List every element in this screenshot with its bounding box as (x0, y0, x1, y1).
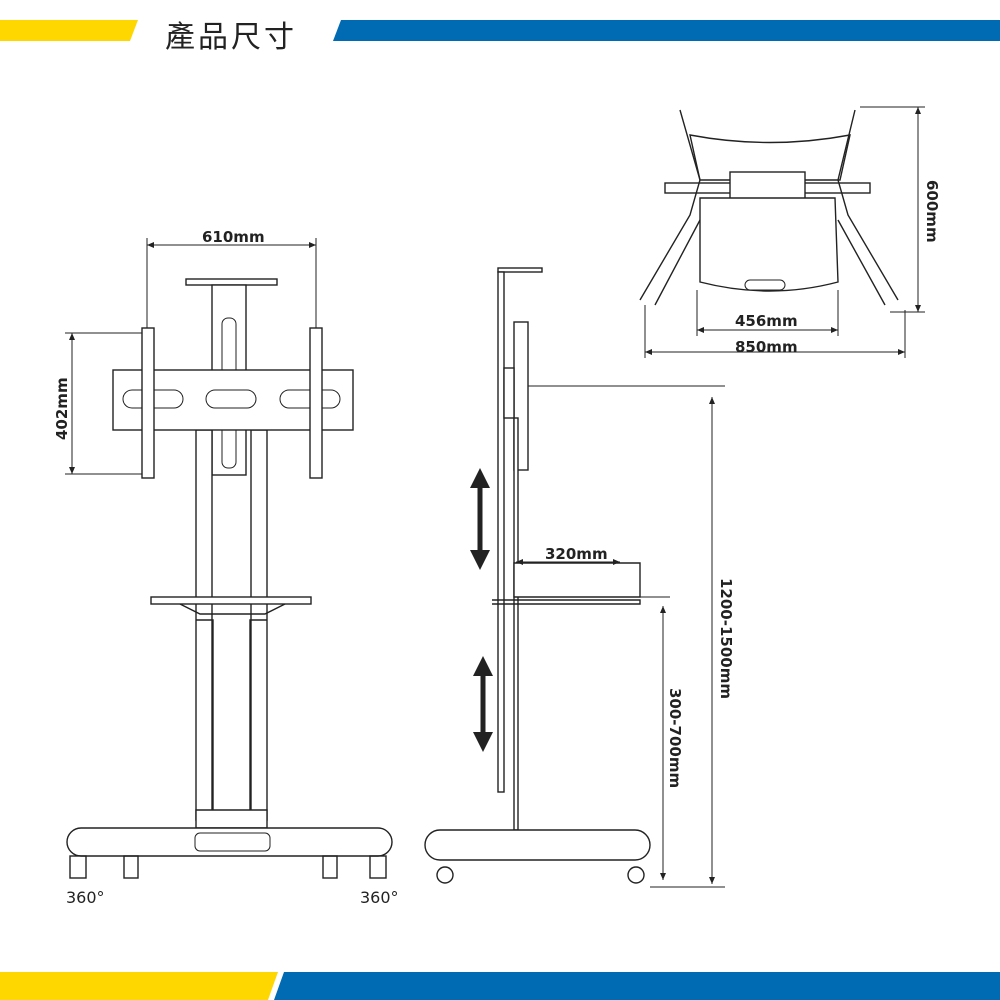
label-caster-right: 360° (360, 888, 399, 907)
label-total-height: 1200-1500mm (717, 578, 735, 699)
label-width-610: 610mm (202, 228, 265, 246)
page-title: 產品尺寸 (165, 20, 297, 55)
header-yellow-bar (0, 20, 138, 41)
label-base-width: 850mm (735, 338, 798, 356)
label-height-402: 402mm (53, 377, 71, 440)
header-blue-bar (333, 20, 1000, 41)
front-view (65, 238, 393, 879)
footer-yellow-bar (0, 972, 278, 1000)
label-base-depth: 600mm (923, 180, 941, 243)
footer-blue-bar (274, 972, 1000, 1000)
label-caster-left: 360° (66, 888, 105, 907)
top-view (639, 106, 925, 358)
label-shelf-depth: 320mm (545, 545, 608, 563)
label-inner-width: 456mm (735, 312, 798, 330)
label-shelf-height: 300-700mm (666, 688, 684, 788)
side-view (424, 267, 725, 888)
